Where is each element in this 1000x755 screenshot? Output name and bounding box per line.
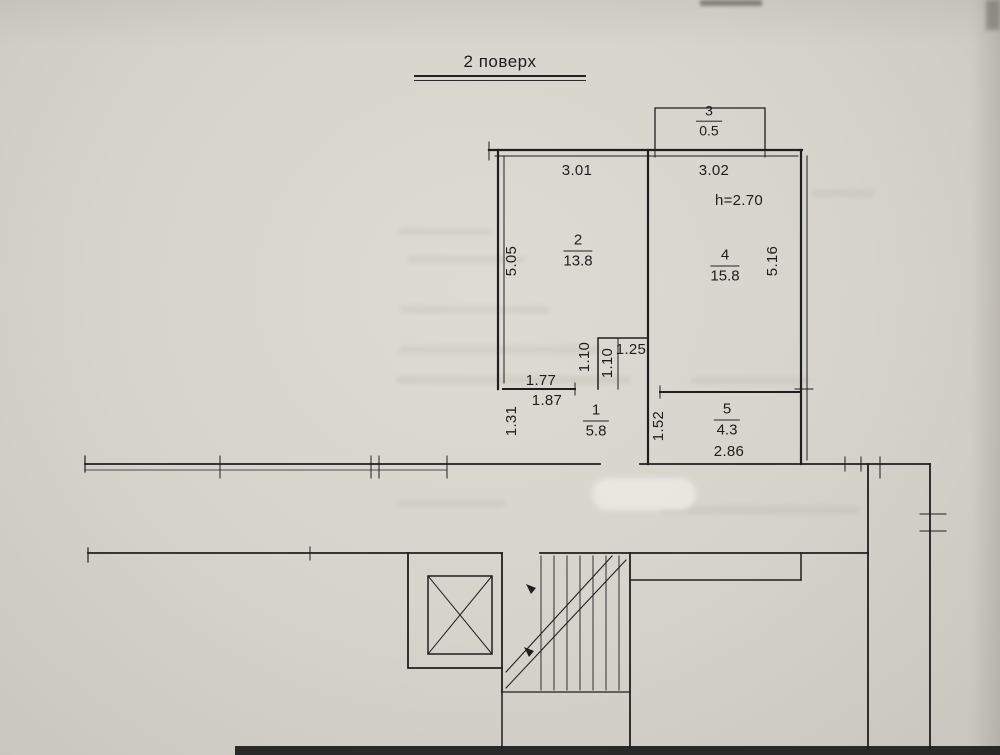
corridor-walls: [84, 455, 931, 581]
elevator-shaft: [407, 552, 503, 693]
room-area: 4.3: [716, 421, 738, 439]
room-number: 4: [710, 247, 740, 267]
bleed-through-line: [398, 346, 603, 354]
room-4-label: 4 15.8: [710, 247, 740, 286]
room-area: 5.8: [585, 422, 607, 440]
room-5-label: 5 4.3: [713, 401, 741, 440]
scan-edge-smudge: [700, 0, 762, 6]
room-3-label: 3 0.5: [696, 103, 722, 140]
room-number: 3: [696, 103, 722, 122]
room-number: 1: [582, 402, 610, 422]
dim-niche-width: 1.25: [615, 340, 647, 358]
bleed-through-line: [396, 376, 631, 384]
room-area: 15.8: [710, 267, 740, 285]
dim-room5-depth: 1.52: [649, 410, 667, 442]
dim-room4-width: 3.02: [698, 161, 730, 179]
scan-bottom-band: [235, 746, 1000, 755]
room-2-label: 2 13.8: [563, 232, 593, 271]
bleed-through-line: [396, 500, 506, 507]
dim-room4-depth: 5.16: [763, 245, 781, 277]
title-underline: [414, 75, 586, 81]
right-shaft-walls: [867, 463, 947, 749]
dim-hall-top-width: 1.77: [525, 371, 557, 389]
dim-niche-depth-right: 1.10: [598, 347, 616, 379]
room-area: 13.8: [563, 252, 593, 270]
dim-hall-width: 1.87: [531, 391, 563, 409]
scan-corner-shadow: [986, 0, 1000, 30]
room-number: 5: [713, 401, 741, 421]
dim-room2-width: 3.01: [561, 161, 593, 179]
bleed-through-line: [812, 190, 874, 197]
dim-room5-width: 2.86: [713, 442, 745, 460]
bleed-through-line: [690, 377, 810, 384]
dim-niche-depth-left: 1.10: [575, 341, 593, 373]
dim-ceiling-height: h=2.70: [714, 191, 764, 209]
erased-area: [592, 478, 696, 510]
dim-room2-depth: 5.05: [502, 245, 520, 277]
apartment-walls: [487, 141, 814, 466]
room-1-label: 1 5.8: [582, 402, 610, 441]
bleed-through-line: [406, 256, 526, 263]
bleed-through-line: [398, 228, 493, 235]
staircase: [501, 552, 631, 749]
dim-hall-left-depth: 1.31: [502, 405, 520, 437]
bleed-through-line: [660, 506, 860, 514]
bleed-through-line: [400, 306, 550, 313]
room-area: 0.5: [699, 122, 719, 139]
floor-title: 2 поверх: [463, 52, 537, 71]
stair-direction-arrow: [524, 647, 534, 657]
stair-direction-arrow: [526, 584, 536, 594]
room-number: 2: [563, 232, 593, 252]
